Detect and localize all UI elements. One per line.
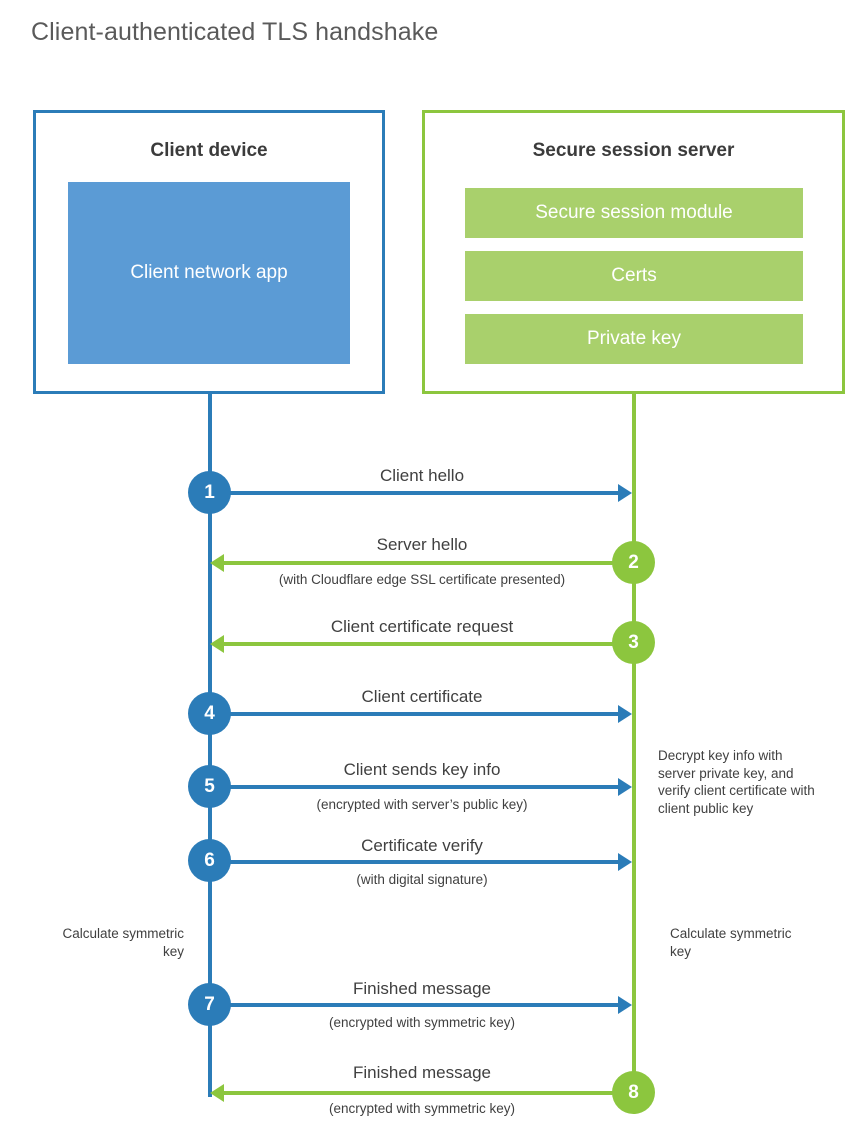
step-7-arrow-line [210, 1003, 618, 1007]
step-5-arrow-head-right-icon [618, 778, 632, 796]
step-8-arrow-head-left-icon [210, 1084, 224, 1102]
step-3-circle[interactable]: 3 [612, 621, 655, 664]
step-6-sublabel: (with digital signature) [356, 872, 488, 887]
step-7-circle[interactable]: 7 [188, 983, 231, 1026]
step-6-arrow-head-right-icon [618, 853, 632, 871]
step-1-label: Client hello [379, 466, 465, 485]
client-lifeline [208, 394, 212, 1097]
page-title: Client-authenticated TLS handshake [31, 18, 439, 46]
step-2-arrow-head-left-icon [210, 554, 224, 572]
step-5-sublabel: (encrypted with server’s public key) [316, 797, 528, 812]
step-1-arrow-line [210, 491, 618, 495]
secure-session-server-box: Secure session server Secure session mod… [422, 110, 845, 394]
step-6-circle[interactable]: 6 [188, 839, 231, 882]
step-4-label: Client certificate [361, 687, 483, 706]
step-2-arrow-line [224, 561, 634, 565]
step-3-arrow-head-left-icon [210, 635, 224, 653]
step-8-label: Finished message [353, 1063, 491, 1082]
server-bar-private-key: Private key [465, 314, 803, 364]
step-2-circle[interactable]: 2 [612, 541, 655, 584]
client-device-title: Client device [150, 140, 268, 161]
step-4-arrow-head-right-icon [618, 705, 632, 723]
step-5-circle[interactable]: 5 [188, 765, 231, 808]
server-decrypt-note: Decrypt key info with server private key… [658, 748, 815, 816]
step-6-label: Certificate verify [361, 836, 483, 855]
step-1-circle[interactable]: 1 [188, 471, 231, 514]
step-8-circle[interactable]: 8 [612, 1071, 655, 1114]
server-calculate-note: Calculate symmetric key [670, 926, 792, 959]
server-lifeline [632, 394, 636, 1093]
step-7-arrow-head-right-icon [618, 996, 632, 1014]
server-bar-secure-session-module: Secure session module [465, 188, 803, 238]
step-1-arrow-head-right-icon [618, 484, 632, 502]
step-2-sublabel: (with Cloudflare edge SSL certificate pr… [278, 572, 566, 587]
step-8-arrow-line [224, 1091, 634, 1095]
step-7-label: Finished message [353, 979, 491, 998]
step-5-arrow-line [210, 785, 618, 789]
step-5-label: Client sends key info [343, 760, 501, 779]
step-8-sublabel: (encrypted with symmetric key) [328, 1101, 516, 1116]
step-7-sublabel: (encrypted with symmetric key) [328, 1015, 516, 1030]
client-device-box: Client device Client network app [33, 110, 385, 394]
step-4-circle[interactable]: 4 [188, 692, 231, 735]
step-3-arrow-line [224, 642, 634, 646]
client-network-app-box: Client network app [68, 182, 350, 364]
step-3-label: Client certificate request [330, 617, 514, 636]
step-4-arrow-line [210, 712, 618, 716]
client-calculate-note: Calculate symmetric key [62, 926, 184, 959]
step-6-arrow-line [210, 860, 618, 864]
secure-session-server-title: Secure session server [532, 140, 735, 161]
step-2-label: Server hello [376, 535, 468, 554]
server-bar-certs: Certs [465, 251, 803, 301]
